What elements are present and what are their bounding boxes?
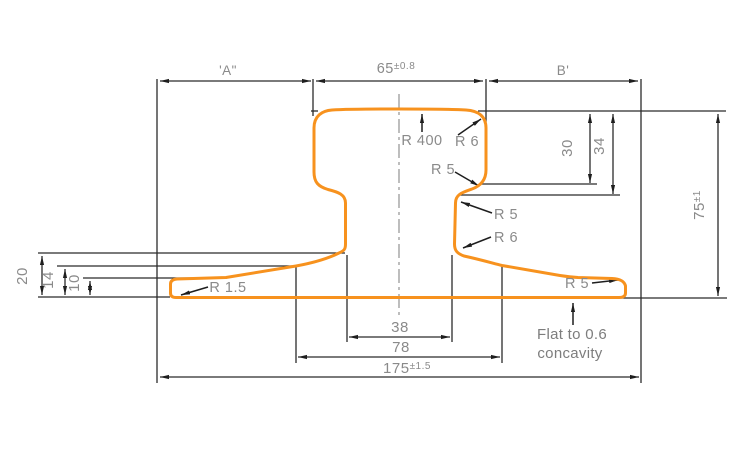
radius-foot-right-label: R 5: [565, 276, 589, 292]
overall-width-175-text: 175±1.5: [383, 360, 431, 377]
radius-web-top-label: R 5: [494, 207, 518, 223]
rail-profile-outline: [169, 107, 627, 299]
leader-r15-foot: [180, 286, 209, 296]
leader-r5-web: [460, 201, 493, 214]
leader-r5-foot: [591, 278, 619, 284]
radius-web-bottom-label: R 6: [494, 230, 518, 246]
head-width-dim-text: 65±0.8: [377, 61, 416, 77]
radius-foot-left-label: R 1.5: [209, 280, 246, 296]
foot-10-text: 10: [66, 274, 83, 292]
radius-head-fillet-label: R 5: [431, 162, 455, 178]
web-width-38-text: 38: [391, 319, 409, 336]
height-75-text: 75±1: [691, 190, 708, 220]
leader-r6-web: [462, 236, 492, 249]
flatness-note-line1: Flat to 0.6: [537, 326, 607, 343]
zone-b-label: B': [557, 63, 570, 78]
dimension-lines: [39, 78, 721, 380]
flatness-note-line2: concavity: [537, 345, 602, 362]
foot-20-text: 20: [14, 267, 31, 285]
head-depth-30-text: 30: [559, 139, 576, 157]
head-depth-34-text: 34: [591, 137, 608, 155]
leader-arrows: [180, 114, 619, 325]
radius-crown-label: R 400: [401, 133, 442, 149]
radius-head-corner-label: R 6: [455, 134, 479, 150]
foot-slope-78-text: 78: [392, 339, 410, 356]
leader-r5-head: [454, 171, 480, 187]
zone-a-label: 'A": [219, 63, 237, 78]
leader-r6-head: [457, 118, 482, 136]
drawing-labels: 'A" 65±0.8 B' 30 34 75±1 20 14 10 38 78 …: [14, 61, 708, 377]
foot-14-text: 14: [40, 271, 57, 289]
